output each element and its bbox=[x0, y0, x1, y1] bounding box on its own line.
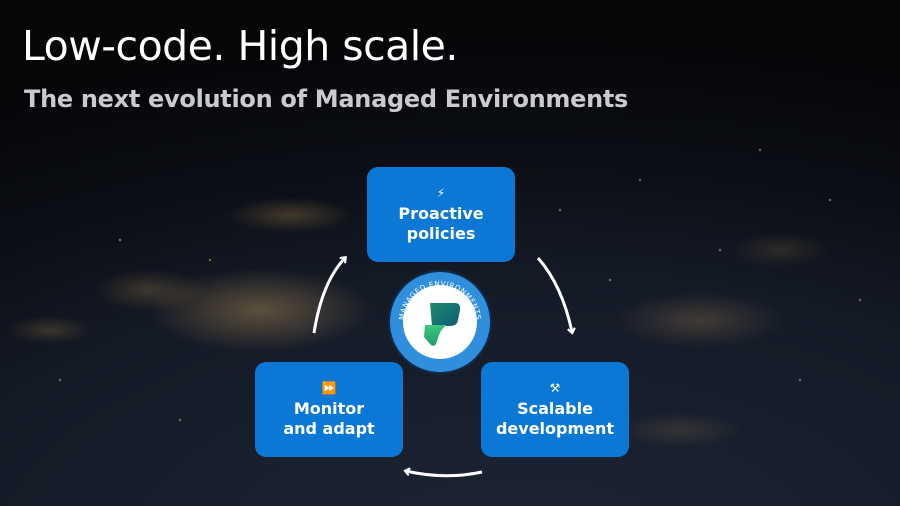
hammer-icon: ⚒ bbox=[549, 380, 561, 395]
step-scalable-development: ⚒ Scalable development bbox=[481, 362, 629, 457]
slide-subtitle: The next evolution of Managed Environmen… bbox=[24, 85, 629, 113]
step-label: policies bbox=[406, 223, 476, 243]
step-label: and adapt bbox=[283, 418, 375, 438]
badge-inner bbox=[403, 285, 477, 359]
step-label: development bbox=[495, 418, 615, 438]
step-monitor-and-adapt: ⏩ Monitor and adapt bbox=[255, 362, 403, 457]
step-label: Proactive bbox=[398, 203, 484, 223]
step-label: Monitor bbox=[293, 398, 365, 418]
step-label: Scalable bbox=[517, 398, 593, 418]
lightning-icon: ⚡ bbox=[436, 185, 446, 200]
slide-title: Low-code. High scale. bbox=[22, 22, 458, 70]
power-platform-logo-icon bbox=[424, 303, 461, 346]
managed-environments-badge: MANAGED ENVIRONMENTS bbox=[390, 272, 490, 372]
step-proactive-policies: ⚡ Proactive policies bbox=[367, 167, 515, 262]
fast-forward-icon: ⏩ bbox=[321, 380, 337, 395]
